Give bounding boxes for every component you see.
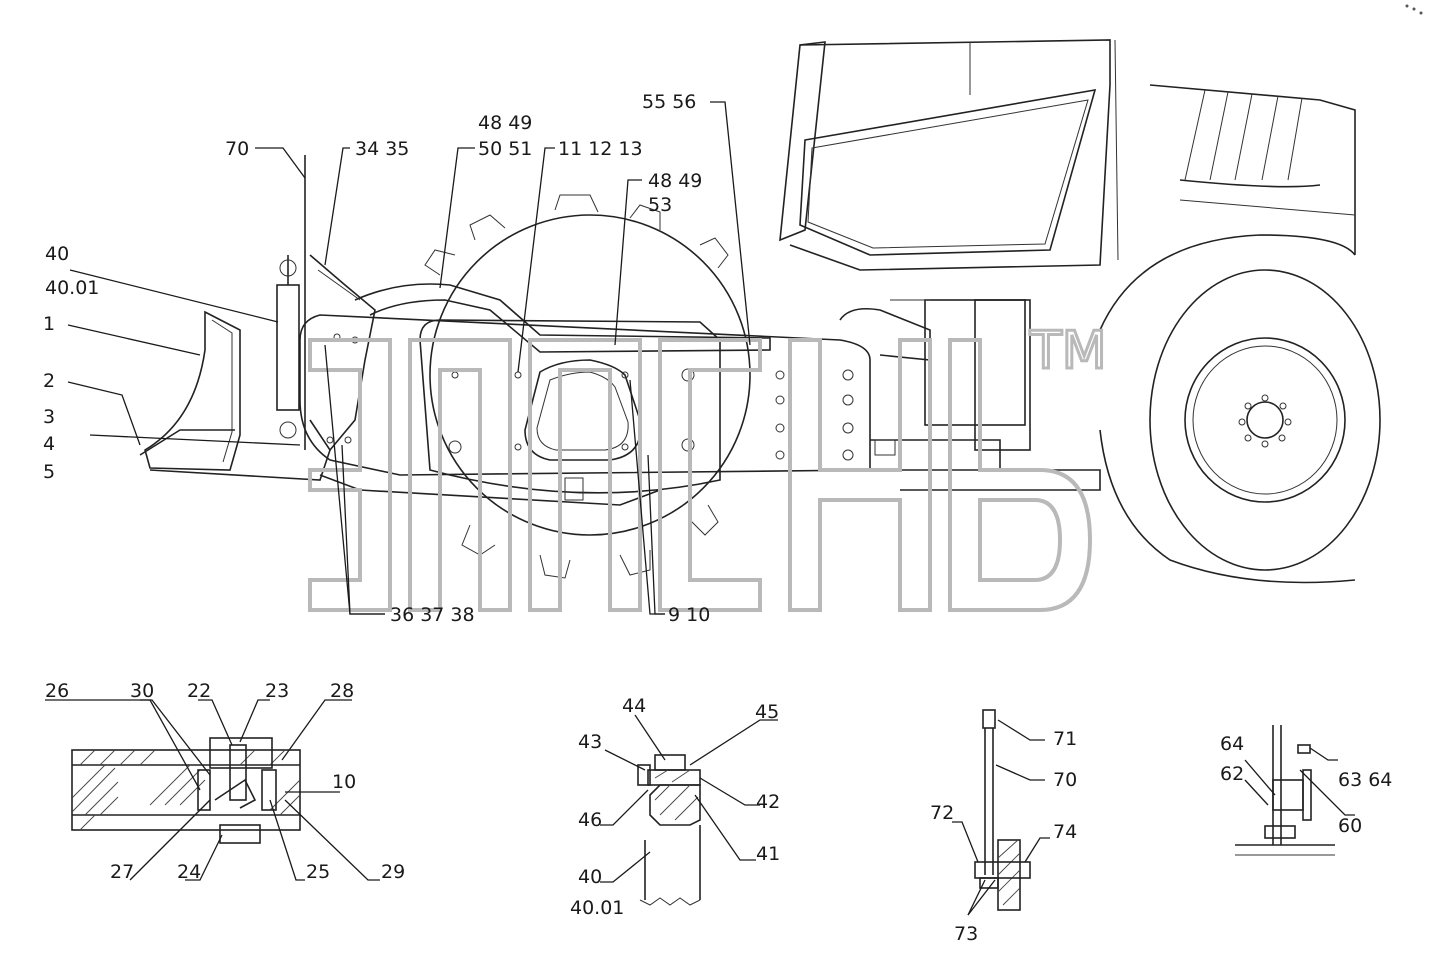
label-2: 2 — [43, 370, 55, 392]
label-d1-10: 10 — [332, 771, 356, 793]
label-d2-42: 42 — [756, 791, 780, 813]
watermark-logo: TM — [308, 320, 1108, 612]
label-3: 3 — [43, 406, 55, 428]
label-d1-27: 27 — [110, 861, 134, 883]
label-50-51: 50 51 — [478, 138, 532, 160]
label-48-49-mid: 48 49 — [648, 170, 702, 192]
detail-section-4: 64 62 63 64 60 — [1220, 725, 1392, 856]
label-34-35: 34 35 — [355, 138, 409, 160]
label-9-10: 9 10 — [668, 604, 710, 626]
hydraulic-cylinder — [276, 155, 376, 451]
corner-mark-icon — [1405, 4, 1423, 15]
label-d1-26: 26 — [45, 680, 69, 702]
label-d1-24: 24 — [177, 861, 201, 883]
label-d1-25: 25 — [306, 861, 330, 883]
main-assembly: TM 70 34 35 48 49 50 51 11 12 13 5 — [43, 39, 1381, 626]
frame-arm — [149, 283, 871, 506]
label-d1-23: 23 — [265, 680, 289, 702]
label-5: 5 — [43, 461, 55, 483]
drum-wheel — [424, 194, 751, 579]
detail-section-2: 44 45 43 42 46 41 40 40.01 — [570, 695, 780, 919]
label-d3-72: 72 — [930, 802, 954, 824]
label-d1-22: 22 — [187, 680, 211, 702]
mount-bolts — [775, 369, 854, 461]
label-48-49-top: 48 49 — [478, 112, 532, 134]
label-36-37-38: 36 37 38 — [390, 604, 475, 626]
leader-lines-main — [67, 101, 751, 615]
detail-section-3: 71 70 72 74 73 — [930, 709, 1077, 945]
label-40: 40 — [45, 243, 69, 265]
rear-wheel — [1099, 234, 1381, 584]
label-11-12-13: 11 12 13 — [558, 138, 643, 160]
label-d3-74: 74 — [1053, 821, 1077, 843]
tractor-cab — [779, 39, 1356, 271]
label-d4-60: 60 — [1338, 815, 1362, 837]
label-d4-62: 62 — [1220, 763, 1244, 785]
dozer-blade — [139, 310, 241, 471]
label-d3-73: 73 — [954, 923, 978, 945]
label-d2-43: 43 — [578, 731, 602, 753]
label-53: 53 — [648, 194, 672, 216]
label-d1-29: 29 — [381, 861, 405, 883]
trademark-mark: TM — [1029, 321, 1107, 381]
label-55-56: 55 56 — [642, 91, 696, 113]
label-d4-63-64: 63 64 — [1338, 769, 1392, 791]
label-d2-40: 40 — [578, 866, 602, 888]
label-d3-71: 71 — [1053, 728, 1077, 750]
detail-section-1: 26 30 22 23 28 10 27 24 25 29 — [45, 680, 405, 883]
label-d1-30: 30 — [130, 680, 154, 702]
label-d2-41: 41 — [756, 843, 780, 865]
wheel-bolts — [1238, 394, 1292, 448]
label-40-01: 40.01 — [45, 277, 99, 299]
label-d2-44: 44 — [622, 695, 646, 717]
label-d2-40-01: 40.01 — [570, 897, 624, 919]
label-d4-64: 64 — [1220, 733, 1244, 755]
label-4: 4 — [43, 433, 55, 455]
label-d2-45: 45 — [755, 701, 779, 723]
label-d2-46: 46 — [578, 809, 602, 831]
label-d3-70: 70 — [1053, 769, 1077, 791]
label-1: 1 — [43, 313, 55, 335]
label-d1-28: 28 — [330, 680, 354, 702]
main-labels: 70 34 35 48 49 50 51 11 12 13 55 56 48 4… — [43, 91, 710, 626]
label-70: 70 — [225, 138, 249, 160]
